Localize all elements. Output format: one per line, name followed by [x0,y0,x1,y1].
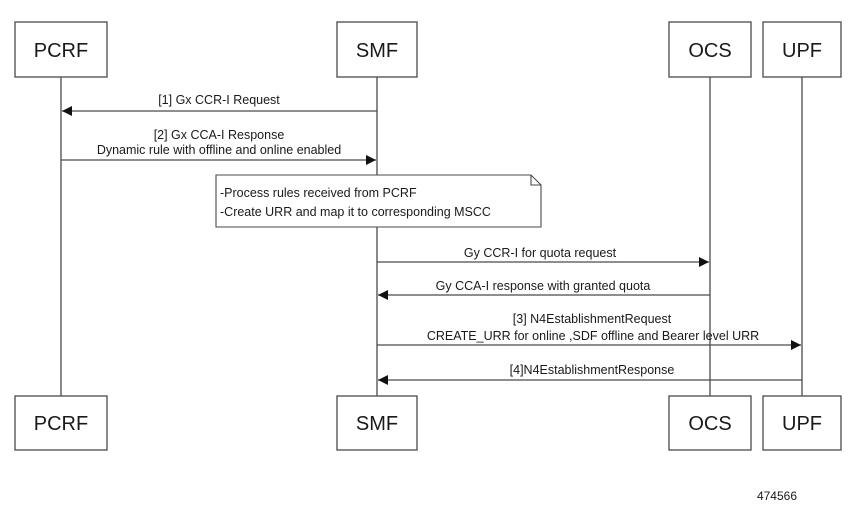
message-gx-ccr-i-request: [1] Gx CCR-I Request [62,93,377,116]
participant-box-smf-bottom: SMF [336,395,418,451]
message-label: [3] N4EstablishmentRequest [513,312,672,326]
message-gy-cca-i: Gy CCA-I response with granted quota [378,279,710,300]
participant-box-ocs-bottom: OCS [668,395,752,451]
message-label: [2] Gx CCA-I Response [154,128,285,142]
participant-box-upf-bottom: UPF [762,395,842,451]
participant-box-ocs-top: OCS [668,21,752,78]
message-gx-cca-i-response: [2] Gx CCA-I Response Dynamic rule with … [61,128,376,165]
participant-label: UPF [782,40,822,62]
lifelines [60,77,803,396]
participant-label: PCRF [34,40,88,62]
participant-label: SMF [356,413,398,435]
participant-box-pcrf-bottom: PCRF [14,395,108,451]
participant-box-pcrf-top: PCRF [14,21,108,78]
participant-box-upf-top: UPF [762,21,842,78]
participant-label: UPF [782,413,822,435]
message-label: Dynamic rule with offline and online ena… [97,143,341,157]
figure-number: 474566 [757,489,797,503]
participant-box-smf-top: SMF [336,21,418,78]
message-n4-establishment-response: [4]N4EstablishmentResponse [378,363,802,385]
message-gy-ccr-i: Gy CCR-I for quota request [377,246,709,267]
participant-label: OCS [688,413,731,435]
participant-label: PCRF [34,413,88,435]
message-n4-establishment-request: [3] N4EstablishmentRequest CREATE_URR fo… [377,312,801,350]
participant-label: SMF [356,40,398,62]
message-label: [1] Gx CCR-I Request [158,93,280,107]
participant-label: OCS [688,40,731,62]
message-label: CREATE_URR for online ,SDF offline and B… [427,329,759,343]
note-line: -Create URR and map it to corresponding … [220,205,491,219]
note-line: -Process rules received from PCRF [220,186,417,200]
message-label: [4]N4EstablishmentResponse [510,363,675,377]
note-box: -Process rules received from PCRF -Creat… [215,174,542,228]
message-label: Gy CCR-I for quota request [464,246,617,260]
message-label: Gy CCA-I response with granted quota [436,279,651,293]
